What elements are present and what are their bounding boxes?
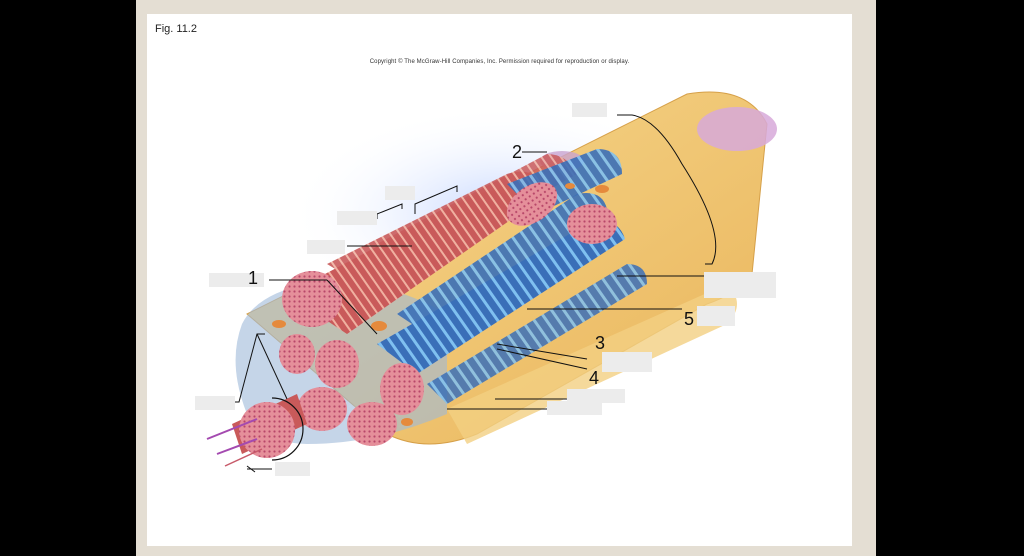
figure-number: Fig. 11.2 [155, 23, 197, 35]
protruding-myofibril [206, 394, 307, 467]
fibril-end-8 [380, 363, 424, 415]
slide-frame: Fig. 11.2 Copyright © The McGraw-Hill Co… [136, 0, 876, 556]
sarcoplasmic-reticulum-bundles [377, 149, 647, 404]
fibril-end-4 [279, 334, 315, 374]
blank-label-1 [572, 103, 607, 117]
blank-label-5 [209, 273, 264, 287]
fibril-end-1 [282, 271, 342, 327]
muscle-fiber-illustration [206, 91, 777, 473]
label-1: 1 [248, 268, 259, 288]
fibril-end-7 [347, 402, 397, 446]
nucleus [697, 107, 777, 151]
slide: Fig. 11.2 Copyright © The McGraw-Hill Co… [147, 14, 852, 546]
blank-label-9 [567, 389, 625, 403]
blank-label-11 [195, 396, 235, 410]
fibril-end-3 [567, 204, 617, 244]
blank-label-7 [697, 306, 735, 326]
label-2: 2 [512, 142, 523, 162]
label-4: 4 [589, 368, 600, 388]
fibril-end-6 [297, 387, 347, 431]
blank-label-6 [704, 272, 776, 298]
mitochondria [272, 183, 609, 426]
sheath-fold [447, 284, 737, 444]
label-5: 5 [684, 309, 695, 329]
blank-label-4 [307, 240, 345, 254]
blank-label-12 [275, 462, 310, 476]
blank-label-3 [337, 211, 377, 225]
leader-lines [232, 114, 717, 473]
blank-label-2 [385, 186, 415, 200]
blank-label-10 [547, 401, 602, 415]
label-3: 3 [595, 333, 606, 353]
blank-label-8 [602, 352, 652, 372]
fibril-end-2 [506, 182, 558, 226]
copyright-notice: Copyright © The McGraw-Hill Companies, I… [369, 59, 630, 65]
fibril-end-5 [315, 340, 359, 388]
